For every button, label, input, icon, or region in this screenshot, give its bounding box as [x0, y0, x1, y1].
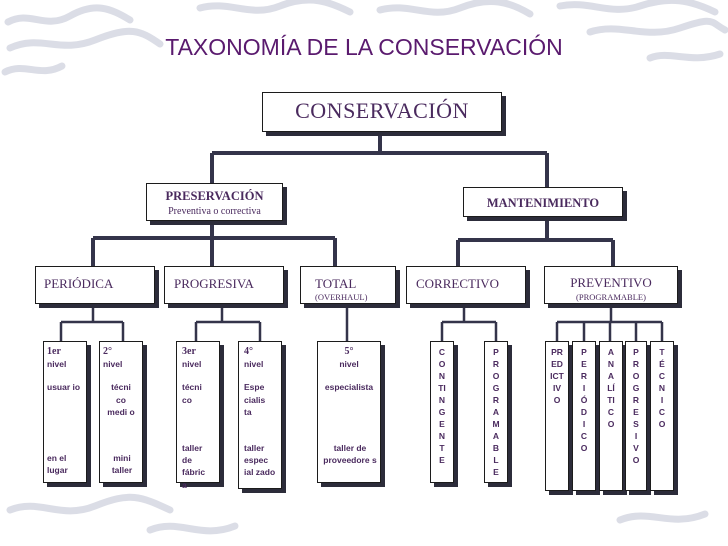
node-total-sub: (OVERHAUL): [315, 292, 368, 302]
leaf-predictivo-label: PREDICTIVO: [550, 347, 564, 405]
node-preventivo-label: PREVENTIVO: [570, 275, 652, 290]
leaf-nivel-2-nivel: nivel: [103, 359, 123, 370]
leaf-programable: PROGRAMABLE: [484, 341, 508, 483]
node-total-label: TOTAL: [315, 276, 357, 291]
node-conservacion-label: CONSERVACIÓN: [295, 98, 469, 123]
leaf-nivel-5-who: especialista: [324, 382, 374, 393]
leaf-analitico-label: ANALÍTICO: [607, 347, 615, 429]
leaf-nivel-4: 4° nivel Espe cialis ta taller espec ial…: [238, 341, 282, 489]
leaf-analitico: ANALÍTICO: [599, 341, 623, 491]
leaf-tecnico: TÉCNICO: [650, 341, 674, 491]
node-preventivo: PREVENTIVO (PROGRAMABLE): [544, 266, 678, 304]
leaf-nivel-5-level: 5°: [344, 346, 354, 357]
leaf-nivel-3: 3er nivel técni co taller de fábric a: [176, 341, 220, 490]
leaf-nivel-2: 2° nivel técni co medi o mini taller: [99, 341, 143, 483]
node-periodica-label: PERIÓDICA: [44, 276, 114, 291]
node-preventivo-sub: (PROGRAMABLE): [576, 292, 646, 302]
leaf-nivel-1-level: 1er: [47, 346, 61, 357]
leaf-nivel-3-level: 3er: [182, 346, 196, 357]
node-preservacion: PRESERVACIÓN Preventiva o correctiva: [146, 183, 283, 221]
leaf-nivel-5-nivel: nivel: [339, 359, 359, 370]
node-preservacion-sub: Preventiva o correctiva: [168, 206, 261, 217]
leaf-periodico-label: PERIÓDICO: [580, 347, 588, 453]
leaf-nivel-3-nivel: nivel: [182, 359, 202, 370]
node-periodica: PERIÓDICA: [35, 266, 155, 304]
node-conservacion: CONSERVACIÓN: [262, 92, 502, 132]
leaf-nivel-1-nivel: nivel: [47, 359, 67, 370]
leaf-contingente: CONTINGENTE: [430, 341, 454, 483]
leaf-nivel-4-where: taller espec ial zado: [244, 443, 276, 478]
leaf-nivel-2-where: mini taller: [111, 453, 133, 476]
leaf-tecnico-label: TÉCNICO: [658, 347, 666, 429]
node-mantenimiento: MANTENIMIENTO: [463, 187, 623, 217]
leaf-predictivo: PREDICTIVO: [545, 341, 569, 491]
leaf-nivel-2-level: 2°: [103, 346, 112, 357]
leaf-contingente-label: CONTINGENTE: [438, 347, 446, 465]
leaf-nivel-5-where: taller de proveedore s: [323, 443, 377, 466]
node-progresiva-label: PROGRESIVA: [174, 276, 254, 291]
node-preservacion-label: PRESERVACIÓN: [165, 189, 264, 203]
leaf-nivel-4-who: Espe cialis ta: [244, 382, 266, 417]
node-progresiva: PROGRESIVA: [164, 266, 284, 304]
leaf-periodico: PERIÓDICO: [572, 341, 596, 491]
node-correctivo: CORRECTIVO: [406, 266, 526, 304]
leaf-nivel-4-level: 4°: [244, 346, 253, 357]
leaf-nivel-3-who: técni co: [182, 382, 202, 405]
node-total: TOTAL (OVERHAUL): [300, 266, 396, 304]
leaf-nivel-5: 5° nivel especialista taller de proveedo…: [317, 341, 381, 483]
leaf-progresivo: PROGRESIVO: [625, 341, 647, 491]
leaf-nivel-1-who: usuar io: [47, 382, 81, 393]
node-mantenimiento-label: MANTENIMIENTO: [486, 196, 600, 210]
slide-title: TAXONOMÍA DE LA CONSERVACIÓN: [165, 34, 563, 60]
leaf-nivel-3-where: taller de fábric a: [182, 443, 206, 490]
leaf-programable-label: PROGRAMABLE: [492, 347, 500, 477]
leaf-nivel-4-nivel: nivel: [244, 359, 264, 370]
leaf-nivel-1-where: en el lugar: [47, 453, 68, 476]
leaf-progresivo-label: PROGRESIVO: [632, 347, 640, 465]
leaf-nivel-2-who: técni co medi o: [107, 382, 135, 417]
leaf-nivel-1: 1er nivel usuar io en el lugar: [43, 341, 87, 483]
node-correctivo-label: CORRECTIVO: [416, 276, 500, 291]
